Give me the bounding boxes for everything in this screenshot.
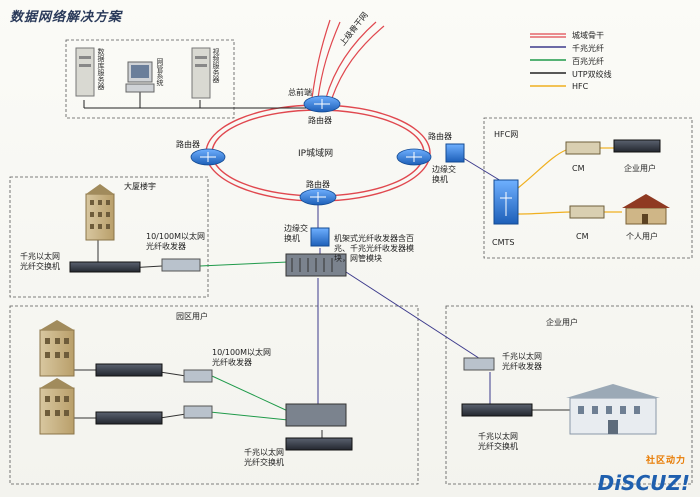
campus-chassis <box>285 403 347 427</box>
servers-box <box>65 39 235 119</box>
router-right-label: 路由器 <box>428 132 452 141</box>
router-head <box>303 95 341 113</box>
server-db-icon <box>75 47 95 97</box>
legend-label-utp: UTP双绞线 <box>572 70 612 79</box>
watermark-top-text: 社区动力 <box>645 456 686 466</box>
building-converter-device <box>161 258 201 272</box>
edge-switch-left-label: 边缘交换机 <box>284 224 308 243</box>
campus-gigabit-switch <box>285 437 353 451</box>
hfc-lines <box>517 147 622 215</box>
server-db-label: 数据库服务器 <box>97 48 105 90</box>
building-box-title: 大厦楼宇 <box>124 182 156 191</box>
gigabit-fiber-lines <box>317 152 507 410</box>
uplink-lines <box>311 19 385 99</box>
server-nms-icon <box>125 61 155 93</box>
server-video-icon <box>191 47 211 99</box>
building-switch-label: 千兆以太网光纤交换机 <box>20 252 60 271</box>
router-left-label: 路由器 <box>176 140 200 149</box>
enterprise-box <box>445 305 693 485</box>
edge-switch-right-icon <box>445 143 465 163</box>
legend-label-metro: 城域骨干 <box>572 31 604 40</box>
router-head-label: 路由器 <box>308 116 332 125</box>
campus-converter-2 <box>183 405 213 419</box>
campus-converter-1 <box>183 369 213 383</box>
edge-switch-right-label: 边缘交换机 <box>432 165 456 184</box>
server-nms-label: 网管系统 <box>156 58 164 86</box>
discuz-watermark: 社区动力 DiSCUZ! <box>584 451 694 495</box>
office-building-icon <box>85 184 115 241</box>
cm-device-1 <box>565 141 601 155</box>
campus-box-title: 园区用户 <box>176 312 208 321</box>
enterprise-user-label: 企业用户 <box>624 164 656 173</box>
enterprise-converter <box>463 357 495 371</box>
campus-building-1 <box>39 320 75 377</box>
personal-user-label: 个人用户 <box>626 232 658 241</box>
campus-building-2 <box>39 378 75 435</box>
legend-swatches <box>530 33 566 87</box>
rack-chassis-device <box>285 253 347 277</box>
enterprise-converter-label: 千兆以太网光纤收发器 <box>502 352 542 371</box>
router-left <box>190 148 226 166</box>
router-right <box>396 148 432 166</box>
fast-fiber-lines <box>199 261 291 421</box>
enterprise-switch-label: 千兆以太网光纤交换机 <box>478 432 518 451</box>
enterprise-user-device <box>613 139 661 153</box>
building-switch-device <box>69 261 141 273</box>
server-video-label: 视频服务器 <box>212 48 220 83</box>
hfc-box-title: HFC网 <box>494 130 519 139</box>
enterprise-building-icon <box>566 384 660 435</box>
building-converter-label: 10/100M以太网光纤收发器 <box>146 232 206 251</box>
campus-box <box>9 305 419 485</box>
building-box <box>9 176 209 298</box>
cmts-label: CMTS <box>492 238 515 247</box>
campus-switch-1 <box>95 363 163 377</box>
watermark-logo-text: DiSCUZ! <box>597 471 690 495</box>
campus-switch-label: 千兆以太网光纤交换机 <box>244 448 284 467</box>
campus-switch-2 <box>95 411 163 425</box>
router-bottom-label: 路由器 <box>306 180 330 189</box>
chassis-label: 机架式光纤收发器含百兆、千兆光纤收发器模块，网管模块 <box>334 234 414 263</box>
head-router-label: 总前端 <box>288 88 312 97</box>
legend-label-fast: 百兆光纤 <box>572 57 604 66</box>
cm-device-2 <box>569 205 605 219</box>
edge-switch-left-icon <box>310 227 330 247</box>
house-icon <box>622 194 670 225</box>
legend-label-hfc: HFC <box>572 82 589 91</box>
cm-label-1: CM <box>572 164 585 173</box>
hfc-box <box>483 117 693 259</box>
diagram-title: 数据网络解决方案 <box>10 10 123 25</box>
cm-label-2: CM <box>576 232 589 241</box>
metro-ring-label: IP城域网 <box>298 149 334 159</box>
enterprise-box-title: 企业用户 <box>546 318 578 327</box>
router-bottom <box>299 188 337 206</box>
legend-label-gigabit: 千兆光纤 <box>572 44 604 53</box>
enterprise-switch <box>461 403 533 417</box>
campus-converter-label: 10/100M以太网光纤收发器 <box>212 348 272 367</box>
